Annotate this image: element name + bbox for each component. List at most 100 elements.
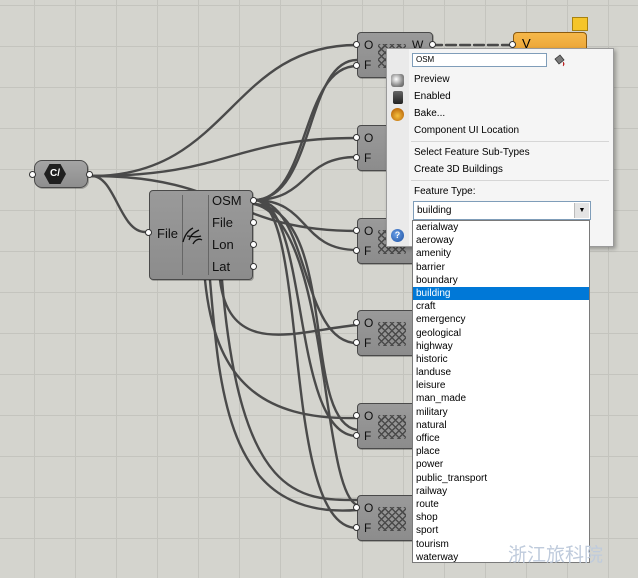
filter-5-icon	[378, 415, 406, 439]
dropdown-option-waterway[interactable]: waterway	[416, 551, 459, 563]
dropdown-option-amenity[interactable]: amenity	[416, 248, 452, 260]
filter-3-input-o-port[interactable]	[353, 227, 360, 234]
dropdown-option-building[interactable]: building	[413, 286, 589, 301]
wire-osm-to-filter-4	[252, 198, 359, 345]
dropdown-option-man-made[interactable]: man_made	[416, 393, 467, 405]
filter-2-input-o-port[interactable]	[353, 134, 360, 141]
dropdown-option-craft[interactable]: craft	[416, 301, 436, 313]
chevron-down-icon[interactable]: ▼	[574, 203, 589, 218]
osm-divider-right	[208, 195, 209, 275]
paint-bucket-icon[interactable]	[552, 53, 566, 67]
filter-4-input-f-label: F	[364, 336, 372, 350]
wire-file-to-filter-2	[90, 136, 359, 178]
osm-input-file-label: File	[157, 226, 178, 241]
filter-5-input-o-label: O	[364, 409, 374, 423]
dropdown-option-geological[interactable]: geological	[416, 327, 462, 339]
filter-2-input-f-label: F	[364, 151, 372, 165]
dropdown-option-highway[interactable]: highway	[416, 340, 453, 352]
filter-1-input-f-label: F	[364, 58, 372, 72]
dropdown-option-office[interactable]: office	[416, 433, 440, 444]
menu-item-select-feature-sub-types[interactable]: Select Feature Sub-Types	[414, 147, 530, 158]
filter-1-input-f-port[interactable]	[353, 62, 360, 69]
dropdown-option-route[interactable]: route	[416, 498, 439, 510]
osm-hand-icon	[182, 227, 203, 245]
feature-type-label: Feature Type:	[414, 186, 476, 197]
filter-4-icon	[378, 322, 406, 346]
dropdown-option-aerialway[interactable]: aerialway	[416, 222, 459, 233]
dropdown-option-landuse[interactable]: landuse	[416, 367, 452, 379]
bake-icon	[391, 108, 404, 121]
filter-4-input-o-port[interactable]	[353, 319, 360, 326]
filter-3-input-o-label: O	[364, 224, 374, 238]
menu-separator-2	[411, 180, 609, 181]
filter-5-input-f-port[interactable]	[353, 432, 360, 439]
filter-3-input-f-port[interactable]	[353, 247, 360, 254]
osm-component[interactable]	[149, 190, 253, 280]
wire-osm-to-filter-2	[252, 155, 359, 202]
wire-lat-4	[220, 278, 359, 502]
dropdown-option-tourism[interactable]: tourism	[416, 538, 449, 550]
osm-output-file-label: File	[212, 215, 233, 230]
osm-output-lon-port[interactable]	[250, 241, 257, 248]
dropdown-option-shop[interactable]: shop	[416, 512, 438, 524]
wire-osm-to-filter-x2	[252, 202, 359, 507]
file-node-input-port[interactable]	[29, 171, 36, 178]
filter-3-input-f-label: F	[364, 244, 372, 258]
dropdown-option-place[interactable]: place	[416, 446, 440, 458]
file-node-output-port[interactable]	[86, 171, 93, 178]
dropdown-option-railway[interactable]: railway	[416, 485, 448, 497]
filter-6-input-o-label: O	[364, 501, 374, 515]
menu-item-preview[interactable]: Preview	[414, 74, 450, 85]
menu-item-enabled[interactable]: Enabled	[414, 91, 451, 102]
osm-output-lat-port[interactable]	[250, 263, 257, 270]
filter-1-output-w-label: W	[412, 38, 424, 52]
wire-osm-to-filter-6	[252, 198, 359, 530]
filter-1-output-w-port[interactable]	[429, 41, 436, 48]
filter-6-input-o-port[interactable]	[353, 504, 360, 511]
component-name-field[interactable]: OSM	[412, 53, 547, 67]
feature-type-select-value: building	[417, 205, 452, 216]
dropdown-option-barrier[interactable]: barrier	[416, 261, 445, 273]
dropdown-option-public-transport[interactable]: public_transport	[416, 472, 488, 484]
osm-input-file-port[interactable]	[145, 229, 152, 236]
viewer-input-port[interactable]	[509, 41, 516, 48]
osm-output-osm-label: OSM	[212, 193, 242, 208]
help-icon[interactable]: ?	[391, 229, 404, 242]
osm-output-file-port[interactable]	[250, 219, 257, 226]
menu-item-create-3d-buildings[interactable]: Create 3D Buildings	[414, 164, 503, 175]
filter-4-input-o-label: O	[364, 316, 374, 330]
filter-2-input-o-label: O	[364, 131, 374, 145]
wire-file-to-osm	[90, 174, 147, 234]
wire-osm-to-filter-1	[252, 64, 359, 202]
dropdown-option-aeroway[interactable]: aeroway	[416, 235, 454, 247]
component-context-menu: OSM Preview Enabled Bake... Component UI…	[386, 48, 614, 247]
wire-osm-to-filter-3	[252, 198, 359, 252]
dropdown-option-power[interactable]: power	[416, 459, 444, 471]
menu-item-component-ui-location[interactable]: Component UI Location	[414, 125, 520, 136]
filter-4-input-f-port[interactable]	[353, 339, 360, 346]
filter-1-input-o-port[interactable]	[353, 41, 360, 48]
osm-output-osm-port[interactable]	[250, 197, 257, 204]
preview-icon	[391, 74, 404, 87]
wire-osm-to-filter-x1	[252, 202, 359, 432]
menu-item-bake[interactable]: Bake...	[414, 108, 446, 119]
wire-lat-2	[203, 278, 359, 420]
osm-output-lat-label: Lat	[212, 259, 231, 274]
filter-5-input-o-port[interactable]	[353, 412, 360, 419]
dropdown-option-historic[interactable]: historic	[416, 353, 448, 365]
dropdown-option-emergency[interactable]: emergency	[416, 314, 466, 326]
filter-6-input-f-port[interactable]	[353, 524, 360, 531]
wire-osm-to-filter-1b	[252, 58, 359, 202]
dropdown-option-leisure[interactable]: leisure	[416, 380, 446, 392]
dropdown-option-military[interactable]: military	[416, 406, 448, 418]
dropdown-option-sport[interactable]: sport	[416, 525, 439, 537]
dropdown-option-boundary[interactable]: boundary	[416, 274, 458, 286]
dropdown-option-natural[interactable]: natural	[416, 419, 447, 431]
wire-file-to-filter-1	[90, 43, 359, 178]
feature-type-select[interactable]: building ▼	[413, 201, 591, 220]
filter-1-input-o-label: O	[364, 38, 374, 52]
filter-2-input-f-port[interactable]	[353, 154, 360, 161]
context-menu-icon-column	[387, 49, 409, 246]
